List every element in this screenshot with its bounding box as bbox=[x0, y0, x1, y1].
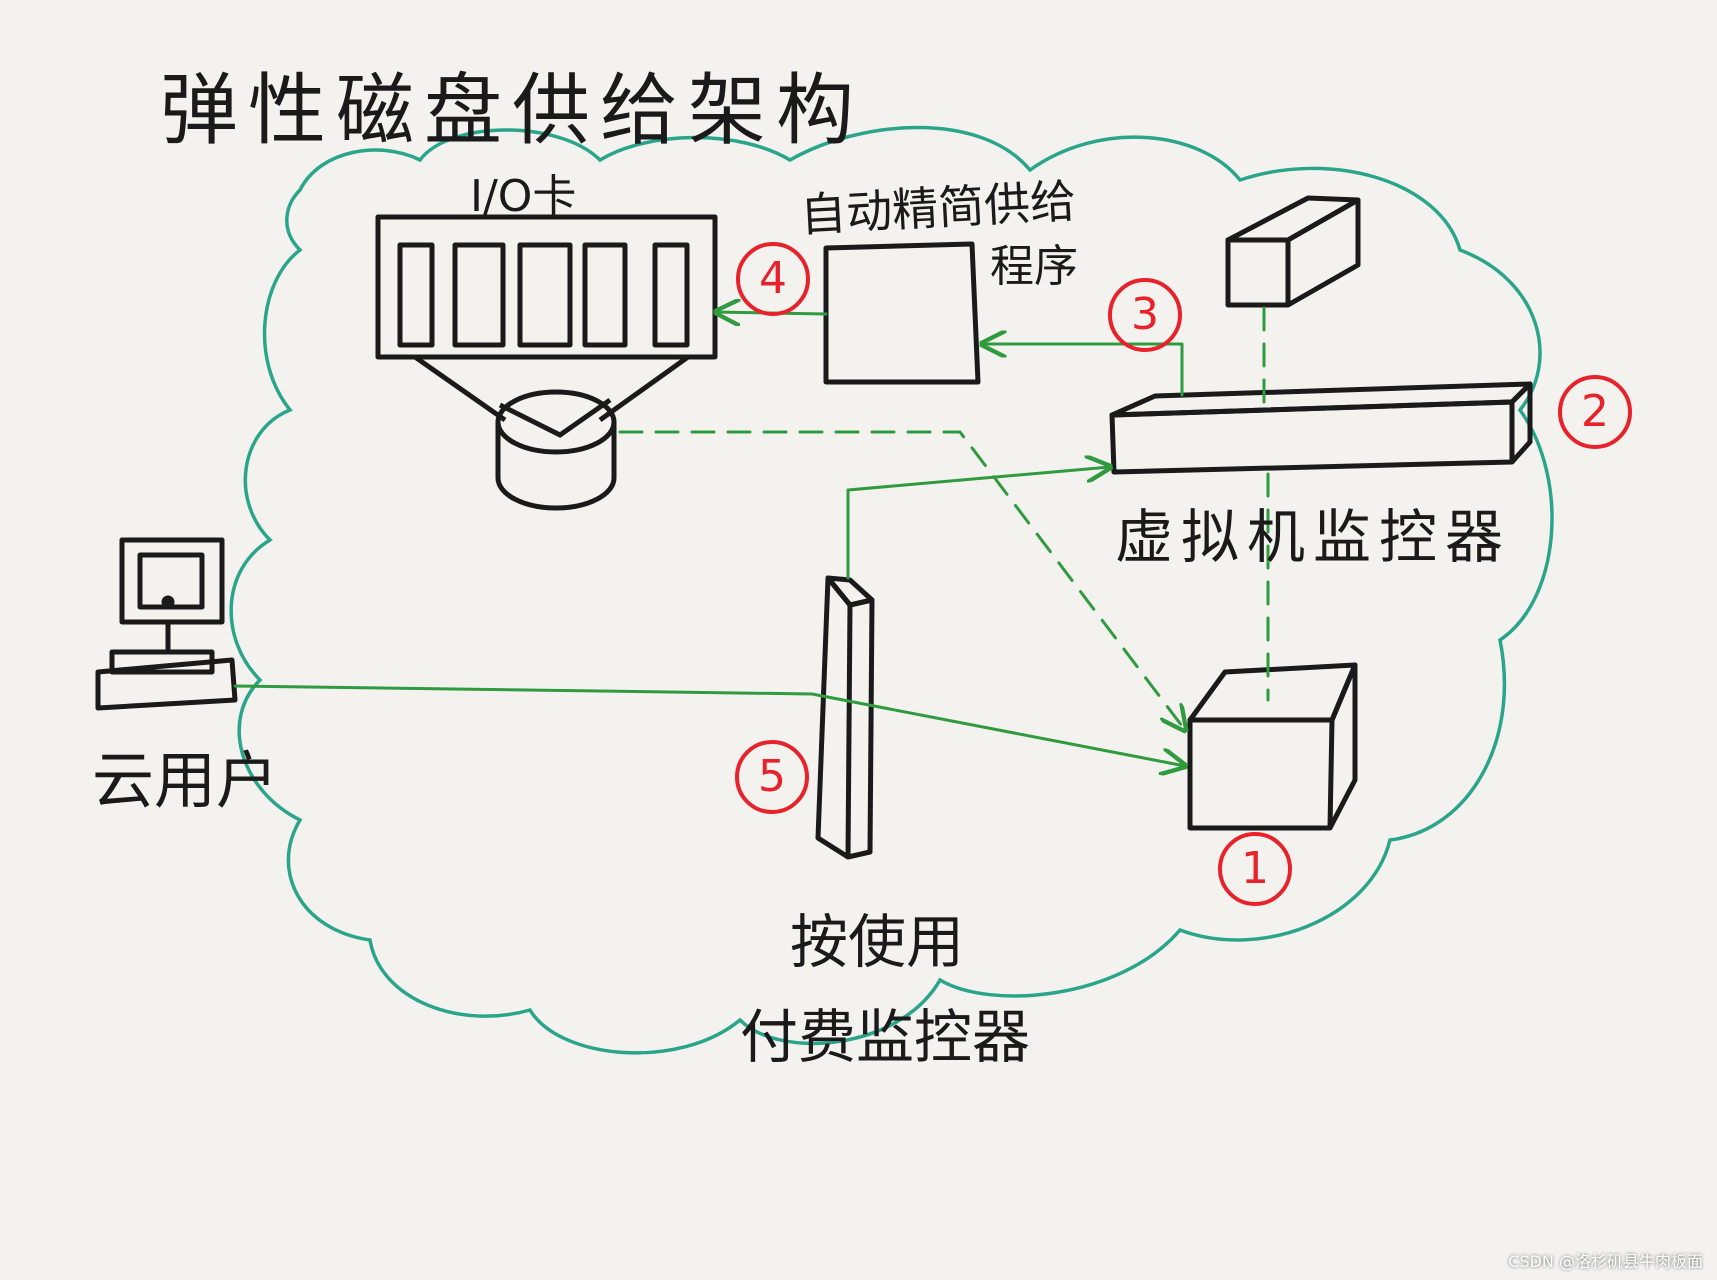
watermark-credit: CSDN @洛杉矶县牛肉板面 bbox=[1508, 1252, 1703, 1271]
marker-3: 3 bbox=[1108, 278, 1182, 352]
arrow-billing-to-vm-monitor bbox=[846, 467, 1110, 580]
vm-monitor-bar bbox=[1109, 381, 1533, 475]
auto-provisioning-box bbox=[823, 241, 981, 385]
diagram-title: 弹性磁盘供给架构 bbox=[160, 66, 865, 156]
io-card bbox=[375, 214, 718, 360]
billing-tower bbox=[815, 575, 875, 860]
billing-label-line2: 付费监控器 bbox=[740, 1003, 1031, 1071]
io-card-label: I/O卡 bbox=[470, 171, 577, 222]
user-terminal bbox=[95, 537, 238, 711]
arrow-vm-to-program bbox=[982, 344, 1184, 397]
top-cube bbox=[1225, 195, 1361, 308]
vm-monitor-label: 虚拟机监控器 bbox=[1115, 503, 1512, 571]
marker-5: 5 bbox=[735, 740, 809, 814]
billing-label-line1: 按使用 bbox=[790, 908, 965, 976]
vm-cube bbox=[1187, 662, 1358, 831]
cloud-outline bbox=[229, 125, 1554, 1055]
marker-1: 1 bbox=[1218, 832, 1292, 906]
auto-program-label-line2: 程序 bbox=[990, 241, 1078, 292]
arrow-user-to-vm bbox=[233, 684, 1185, 766]
disk-cylinder bbox=[413, 354, 690, 511]
marker-4: 4 bbox=[736, 242, 810, 316]
cloud-user-label: 云用户 bbox=[92, 744, 279, 817]
dashed-disk-to-vm bbox=[618, 430, 1185, 730]
marker-2: 2 bbox=[1558, 375, 1632, 449]
